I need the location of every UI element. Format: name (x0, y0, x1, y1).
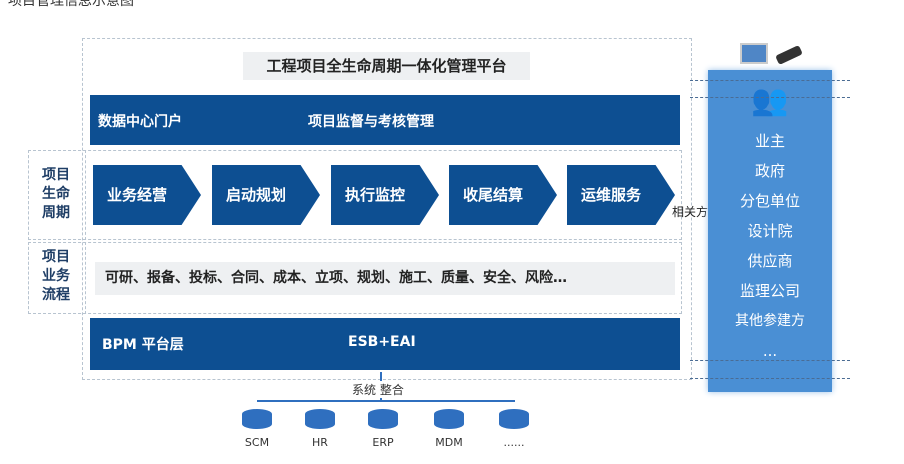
divider (690, 80, 850, 81)
supervision-label: 项目监督与考核管理 (308, 114, 434, 130)
monitor-icon (740, 43, 768, 64)
bpm-label: BPM 平台层 (102, 337, 184, 353)
phone-icon (775, 44, 803, 66)
stakeholder-item: 设计院 (747, 222, 793, 240)
business-items: 可研、报备、投标、合同、成本、立项、规划、施工、质量、安全、风险… (95, 262, 675, 295)
esb-label: ESB+EAI (348, 334, 416, 350)
stage-operation: 运维服务 (567, 165, 675, 225)
platform-layer-bar: BPM 平台层 ESB+EAI (90, 318, 680, 370)
divider (690, 97, 850, 98)
stakeholder-panel: 👥 业主 政府 分包单位 设计院 供应商 监理公司 其他参建方 ... (708, 70, 832, 392)
divider (690, 378, 850, 379)
platform-title: 工程项目全生命周期一体化管理平台 (243, 52, 530, 80)
business-label-box (28, 242, 86, 314)
stakeholder-item: 监理公司 (739, 282, 800, 300)
integration-label: 系统 整合 (352, 381, 404, 398)
system-label: MDM (435, 436, 463, 449)
system-label: SCM (244, 436, 270, 449)
stakeholder-item: ... (762, 342, 778, 360)
stage-closing: 收尾结算 (449, 165, 557, 225)
stakeholder-item: 业主 (754, 132, 785, 150)
lifecycle-label-box (28, 150, 86, 240)
database-icon (242, 409, 272, 429)
system-label: ERP (372, 436, 394, 449)
portal-bar: 数据中心门户 项目监督与考核管理 (90, 95, 680, 145)
business-label: 项目 业务 流程 (42, 249, 70, 303)
stage-planning: 启动规划 (212, 165, 320, 225)
users-icon: 👥 (751, 83, 789, 118)
stakeholder-item: 分包单位 (739, 192, 800, 210)
lifecycle-label: 项目 生命 周期 (42, 167, 70, 221)
diagram-caption: 项目管理信息示意图 (8, 0, 134, 9)
related-label: 相关方 (672, 205, 709, 219)
divider (690, 360, 850, 361)
database-icon (305, 409, 335, 429)
platform-frame (82, 38, 692, 380)
database-icon (499, 409, 529, 429)
system-label: ...... (503, 436, 525, 449)
stage-business: 业务经营 (93, 165, 201, 225)
stakeholder-item: 供应商 (747, 252, 793, 270)
system-label: HR (312, 436, 328, 449)
connector-bus (257, 400, 515, 402)
stage-monitoring: 执行监控 (331, 165, 439, 225)
stakeholder-item: 政府 (754, 162, 785, 180)
database-icon (434, 409, 464, 429)
database-icon (368, 409, 398, 429)
portal-label: 数据中心门户 (98, 114, 182, 130)
stakeholder-item: 其他参建方 (735, 313, 805, 329)
